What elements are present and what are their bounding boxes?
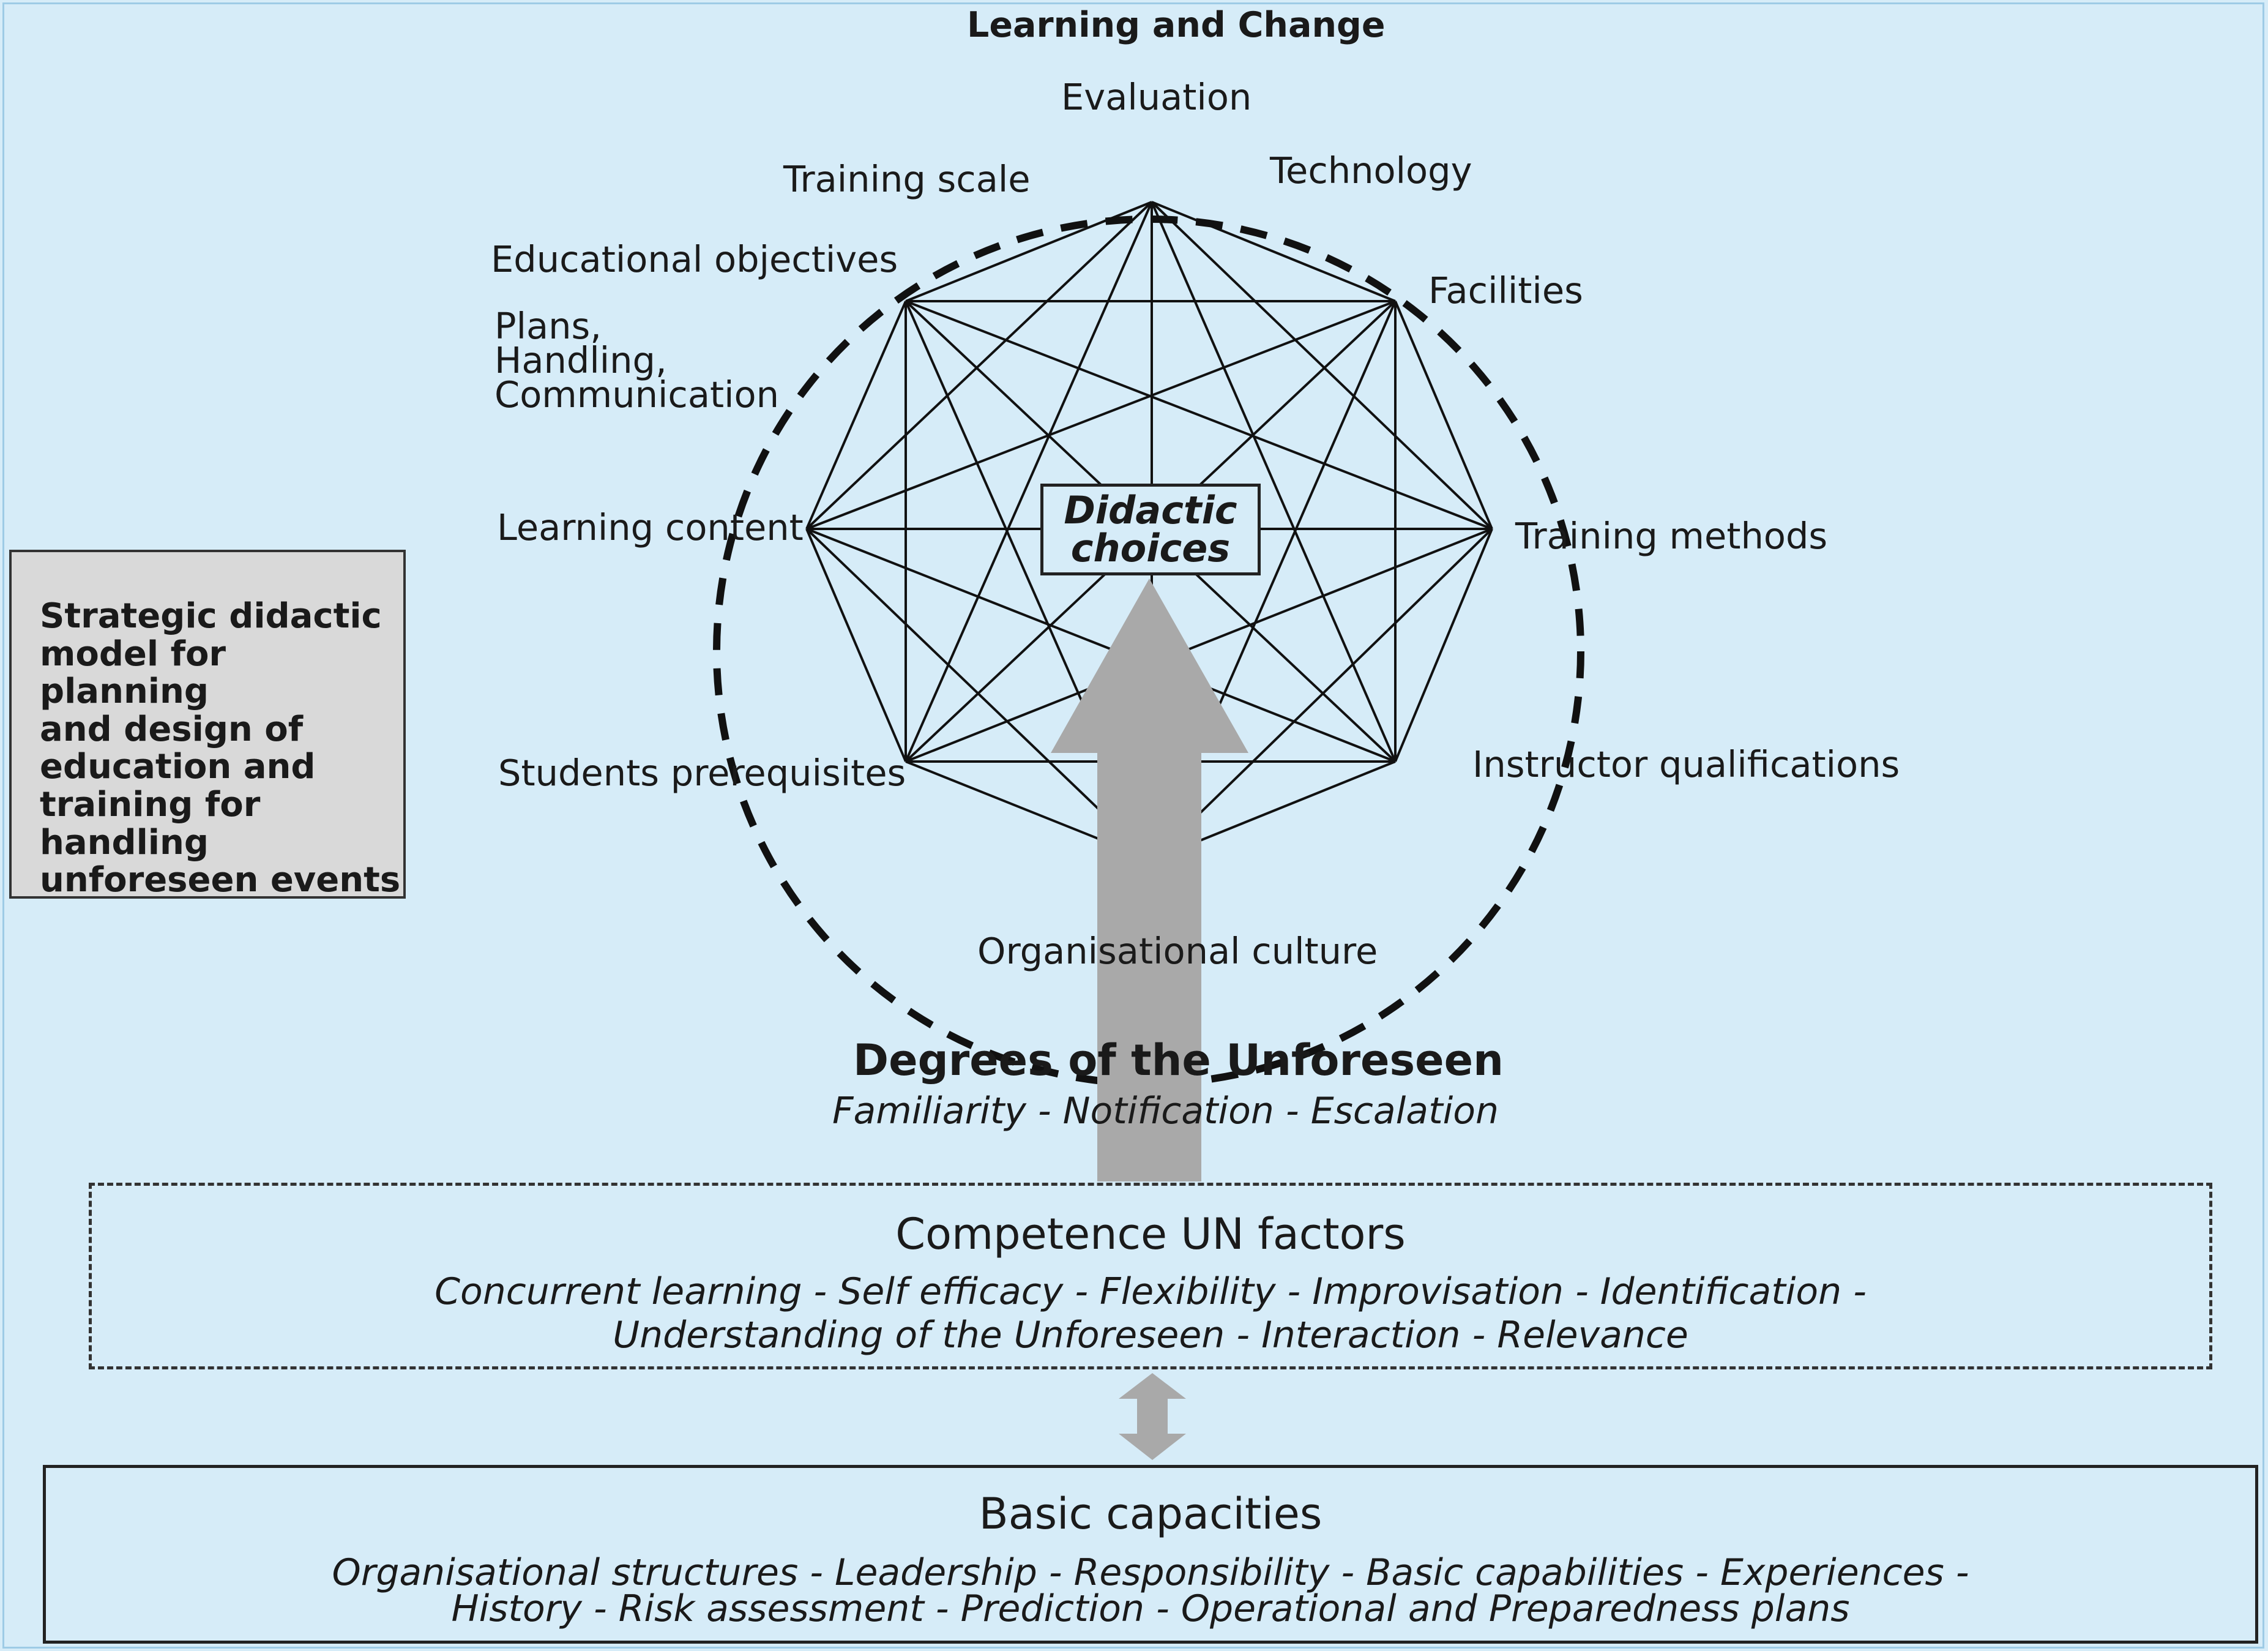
basic-capacities-box: Basic capacities Organisational structur… bbox=[43, 1465, 2258, 1644]
basic-capacities-line-1: Organisational structures - Leadership -… bbox=[332, 1551, 1969, 1594]
factor-organisational-culture: Organisational culture bbox=[977, 930, 1378, 972]
network-edge bbox=[905, 528, 1493, 763]
competence-factors-box: Competence UN factors Concurrent learnin… bbox=[89, 1183, 2212, 1369]
didactic-choices-box: Didactic choices bbox=[1040, 484, 1261, 575]
double-arrow bbox=[1119, 1373, 1186, 1460]
network-edge bbox=[1394, 301, 1493, 530]
factor-training-methods: Training methods bbox=[1515, 515, 1828, 557]
network-edge bbox=[805, 201, 1153, 530]
competence-line-1: Concurrent learning - Self efficacy - Fl… bbox=[435, 1270, 1867, 1313]
network-edge bbox=[1394, 528, 1493, 762]
basic-capacities-line-2: History - Risk assessment - Prediction -… bbox=[451, 1587, 1850, 1630]
network-edge bbox=[805, 528, 1153, 861]
strategic-model-note: Strategic didactic model for planning an… bbox=[9, 550, 406, 899]
dashed-circle bbox=[713, 215, 1584, 1087]
network-edge bbox=[905, 201, 1153, 762]
factor-educational-objectives: Educational objectives bbox=[491, 238, 898, 280]
factor-learning-content: Learning content bbox=[497, 506, 804, 548]
basic-capacities-title: Basic capacities bbox=[979, 1489, 1322, 1539]
factor-facilities: Facilities bbox=[1428, 269, 1583, 312]
center-label-line1: Didactic bbox=[1064, 488, 1237, 533]
factor-instructor-qualifications: Instructor qualifications bbox=[1472, 743, 1900, 785]
network-edge bbox=[1151, 528, 1493, 861]
strategic-model-text: Strategic didactic model for planning an… bbox=[40, 596, 401, 900]
factor-technology: Technology bbox=[1270, 149, 1472, 192]
degrees-title: Degrees of the Unforeseen bbox=[853, 1035, 1504, 1085]
network-edge bbox=[805, 528, 907, 762]
factor-evaluation: Evaluation bbox=[1061, 76, 1252, 118]
factor-students-prerequisites: Students prerequisites bbox=[498, 752, 906, 794]
network-edge bbox=[805, 301, 907, 530]
upward-arrow bbox=[1051, 578, 1248, 1181]
diagram-title: Learning and Change bbox=[967, 5, 1386, 45]
factor-plans-handling-communication: Plans, Handling, Communication bbox=[494, 305, 780, 416]
competence-line-2: Understanding of the Unforeseen - Intera… bbox=[613, 1314, 1688, 1357]
network-edge bbox=[1151, 201, 1493, 530]
network-edge bbox=[1151, 201, 1396, 302]
network-edge bbox=[905, 300, 1493, 530]
network-edge bbox=[1151, 201, 1397, 762]
degrees-subtitle: Familiarity - Notification - Escalation bbox=[832, 1090, 1499, 1132]
factor-training-scale: Training scale bbox=[783, 158, 1031, 200]
competence-title: Competence UN factors bbox=[895, 1209, 1406, 1259]
center-label-line2: choices bbox=[1070, 526, 1231, 571]
network-edge bbox=[905, 201, 1152, 302]
